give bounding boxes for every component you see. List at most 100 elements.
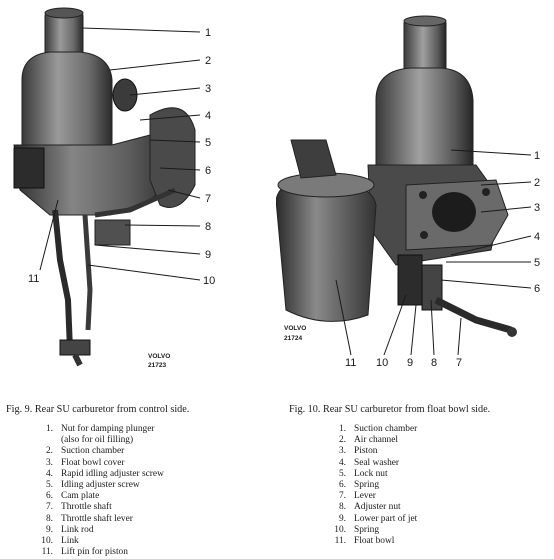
legend-item-text: Suction chamber — [354, 424, 418, 434]
legend-item: 5. Lock nut — [329, 469, 539, 480]
legend-item-text: Lift pin for piston — [61, 547, 128, 558]
legend-item-number: 1. — [45, 424, 53, 434]
legend-item-text: Rapid idling adjuster screw — [61, 468, 164, 479]
fig9-callout-9: 9 — [205, 249, 211, 261]
legend-item-number: 6. — [338, 480, 346, 491]
legend-item-number: 2. — [45, 446, 53, 457]
legend-item-text: Cam plate — [61, 491, 100, 502]
fig9-callout-8: 8 — [205, 221, 211, 233]
legend-item: 11. Lift pin for piston — [36, 547, 266, 558]
legend-item-number: 7. — [45, 502, 53, 513]
legend-item: (also for oil filling) — [36, 435, 266, 446]
legend-item-number: 1. — [338, 424, 346, 434]
fig9-callout-11: 11 — [28, 273, 39, 285]
legend-item: 9. Link rod — [36, 525, 266, 536]
legend-item-text: Seal washer — [354, 457, 400, 468]
fig10-callout-1: 1 — [534, 150, 540, 162]
fig9-callout-7: 7 — [205, 193, 211, 205]
fig10-stamp-number: 21724 — [284, 335, 302, 342]
legend-item-number: 10. — [334, 524, 346, 535]
fig10-caption: Fig. 10. Rear SU carburetor from float b… — [289, 404, 491, 415]
legend-item: 10. Spring — [329, 525, 539, 536]
legend-item: 3. Float bowl cover — [36, 458, 266, 469]
legend-item-text: Idling adjuster screw — [61, 480, 140, 491]
legend-item-text: Piston — [354, 446, 378, 457]
legend-item-text: Lock nut — [354, 468, 388, 479]
fig9-callout-10: 10 — [203, 275, 215, 287]
fig10-callout-8: 8 — [431, 357, 437, 369]
legend-item-number: 4. — [338, 457, 346, 468]
legend-item: 9. Lower part of jet — [329, 514, 539, 525]
legend-item-number: 6. — [45, 491, 53, 502]
legend-item-number: 10. — [41, 536, 53, 547]
fig9-callout-3: 3 — [205, 83, 211, 95]
fig10-callout-2: 2 — [534, 177, 540, 189]
legend-item-number: 8. — [45, 513, 53, 524]
fig10-callout-11: 11 — [345, 357, 356, 369]
fig9-stamp-brand: VOLVO — [148, 353, 170, 360]
legend-item-text: Throttle shaft lever — [61, 513, 133, 524]
legend-item-number: 11. — [41, 547, 53, 558]
fig10-callout-6: 6 — [534, 283, 540, 295]
legend-item: 1. Suction chamber — [329, 424, 539, 435]
legend-item: 2. Air channel — [329, 435, 539, 446]
legend-item-text: Spring — [354, 480, 380, 491]
legend-item-text: (also for oil filling) — [61, 435, 134, 446]
legend-item: 10. Link — [36, 536, 266, 547]
fig10-photo: 1 2 3 4 5 6 7 8 9 10 11 VOLVO 21724 — [275, 0, 554, 395]
legend-item: 6. Spring — [329, 480, 539, 491]
legend-item-number: 9. — [338, 513, 346, 524]
fig9-callout-4: 4 — [205, 110, 211, 122]
legend-item-text: Lower part of jet — [354, 513, 418, 524]
legend-item: 6. Cam plate — [36, 491, 266, 502]
fig10-callout-5: 5 — [534, 257, 540, 269]
fig10-callout-10: 10 — [376, 357, 388, 369]
legend-item: 4. Rapid idling adjuster screw — [36, 469, 266, 480]
legend-item-number: 2. — [338, 435, 346, 446]
legend-item: 11. Float bowl — [329, 536, 539, 547]
legend-item: 2. Suction chamber — [36, 446, 266, 457]
fig10-callout-7: 7 — [456, 357, 462, 369]
fig10-stamp-brand: VOLVO — [284, 325, 306, 332]
fig9-legend: 1. Nut for damping plunger(also for oil f… — [36, 424, 266, 558]
fig9-callout-5: 5 — [205, 137, 211, 149]
legend-item-number: 9. — [45, 524, 53, 535]
legend-item-number: 11. — [334, 536, 346, 547]
legend-item-text: Nut for damping plunger — [61, 424, 155, 434]
fig10-callout-4: 4 — [534, 231, 540, 243]
fig9-callout-1: 1 — [205, 27, 211, 39]
fig9-stamp-number: 21723 — [148, 362, 166, 369]
legend-item-text: Spring — [354, 524, 380, 535]
legend-item-text: Lever — [354, 491, 376, 502]
legend-item-text: Adjuster nut — [354, 502, 401, 513]
legend-item-number: 4. — [45, 468, 53, 479]
legend-item-text: Float bowl — [354, 536, 395, 547]
fig9-photo: 1 2 3 4 5 6 7 8 9 10 11 VOLVO 21723 — [0, 0, 276, 395]
legend-item-number: 7. — [338, 491, 346, 502]
carburetor-float-bowl-side-illustration: 1 2 3 4 5 6 7 8 9 10 11 VOLVO 21724 — [275, 15, 540, 369]
fig10-callout-3: 3 — [534, 202, 540, 214]
legend-item-text: Float bowl cover — [61, 457, 125, 468]
legend-item-number: 5. — [338, 468, 346, 479]
legend-item: 5. Idling adjuster screw — [36, 480, 266, 491]
fig9-callout-2: 2 — [205, 55, 211, 67]
legend-item: 8. Adjuster nut — [329, 502, 539, 513]
legend-item-number: 3. — [45, 457, 53, 468]
legend-item-text: Air channel — [354, 435, 398, 446]
legend-item: 8. Throttle shaft lever — [36, 514, 266, 525]
fig9-caption: Fig. 9. Rear SU carburetor from control … — [6, 404, 190, 415]
legend-item-number: 8. — [338, 502, 346, 513]
legend-item-text: Link — [61, 536, 79, 547]
carburetor-control-side-illustration: 1 2 3 4 5 6 7 8 9 10 11 VOLVO 21723 — [13, 7, 215, 369]
legend-item-text: Link rod — [61, 524, 94, 535]
legend-item: 4. Seal washer — [329, 458, 539, 469]
legend-item-text: Suction chamber — [61, 446, 125, 457]
fig10-callout-9: 9 — [407, 357, 413, 369]
legend-item-text: Throttle shaft — [61, 502, 112, 513]
legend-item: 3. Piston — [329, 446, 539, 457]
legend-item: 7. Throttle shaft — [36, 502, 266, 513]
legend-item: 1. Nut for damping plunger — [36, 424, 266, 435]
legend-item-number: 3. — [338, 446, 346, 457]
legend-item-number: 5. — [45, 480, 53, 491]
